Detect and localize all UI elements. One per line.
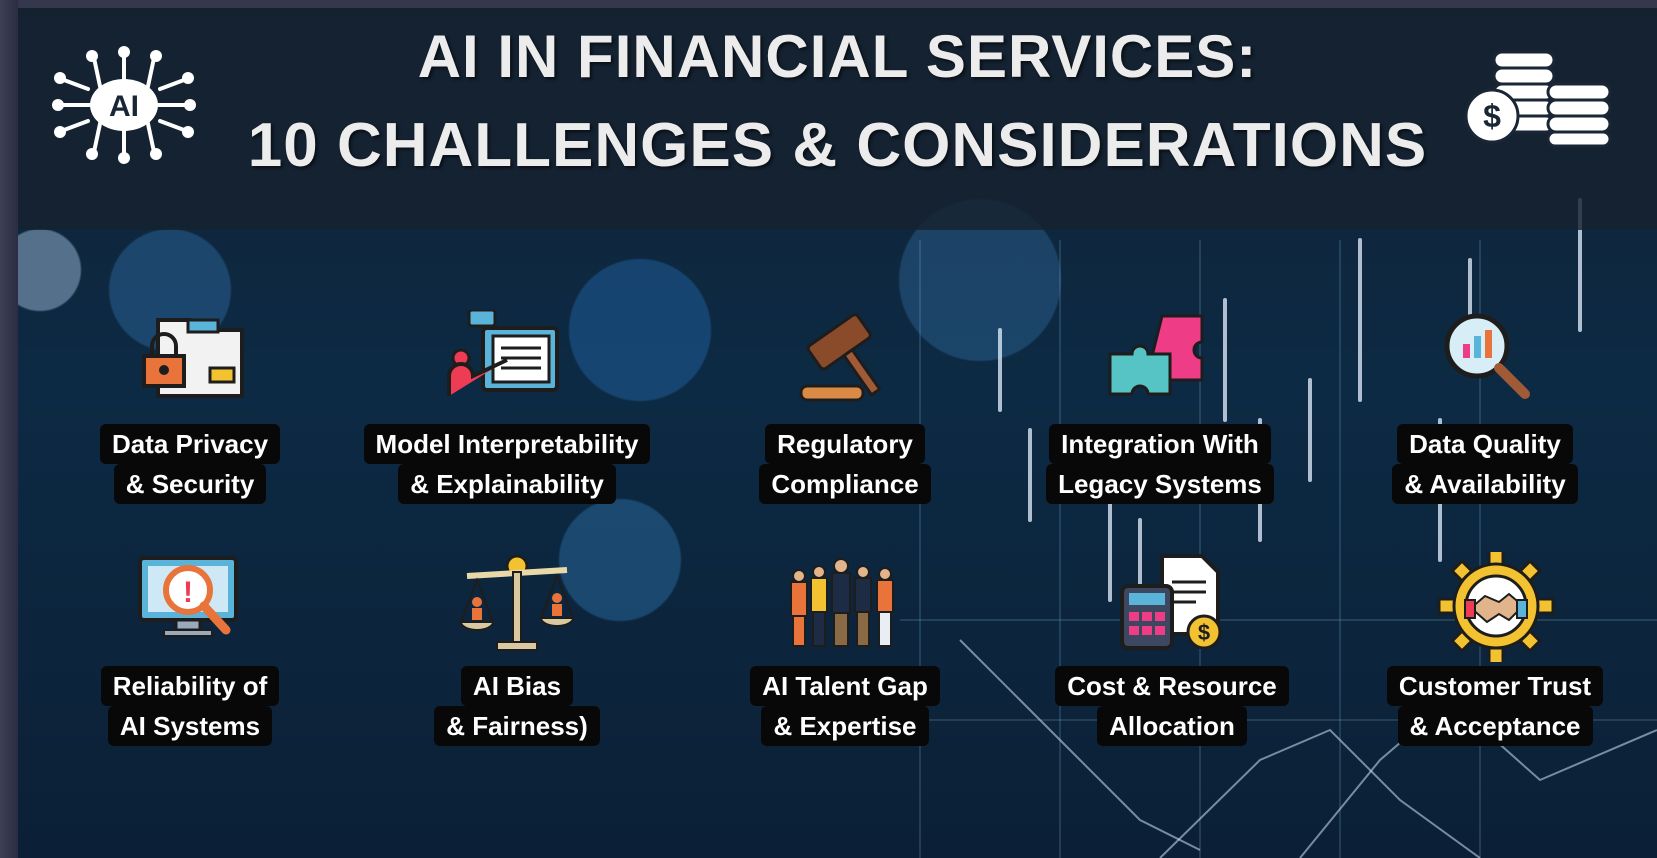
puzzle-icon [1108, 314, 1204, 396]
title-line-1: AI IN FINANCIAL SERVICES: [417, 23, 1258, 90]
handshake-gear-icon [1437, 552, 1555, 662]
challenge-label-line1: Model Interpretability [363, 424, 651, 464]
challenge-label-line1: Customer Trust [1386, 666, 1604, 706]
challenge-card-ai-bias: AI Bias& Fairness) [367, 552, 667, 746]
challenge-label-line1: AI Bias [460, 666, 574, 706]
challenge-card-data-privacy: Data Privacy& Security [40, 310, 340, 504]
balance-scale-icon [459, 554, 575, 651]
magnifier-chart-icon [1444, 313, 1530, 399]
svg-text:!: ! [183, 576, 193, 609]
challenge-label-line1: Reliability of [100, 666, 280, 706]
challenge-card-talent-gap: AI Talent Gap& Expertise [695, 552, 995, 746]
challenge-label-line2: AI Systems [107, 706, 273, 746]
challenge-label-line2: & Expertise [761, 706, 929, 746]
ai-logo-text: AI [109, 90, 139, 123]
challenge-label-line1: Cost & Resource [1055, 666, 1289, 706]
challenge-card-customer-trust: Customer Trust& Acceptance [1345, 552, 1645, 746]
presentation-icon [447, 310, 559, 396]
frame-left-edge [0, 0, 18, 858]
challenge-label-line1: Regulatory [765, 424, 925, 464]
title-line-2: 10 CHALLENGES & CONSIDERATIONS [247, 111, 1428, 180]
challenge-label-line1: Integration With [1049, 424, 1271, 464]
challenge-label-line2: & Acceptance [1397, 706, 1593, 746]
challenge-label-line2: & Security [113, 464, 267, 504]
coin-stack-icon: $ [1464, 50, 1612, 148]
frame-top-edge [0, 0, 1657, 8]
challenge-label-line2: & Fairness) [434, 706, 600, 746]
calculator-invoice-icon: $ [1120, 554, 1222, 650]
ai-circuit-logo-icon: AI [52, 46, 196, 164]
challenge-label-line2: Legacy Systems [1046, 464, 1274, 504]
svg-text:$: $ [1198, 620, 1210, 645]
locked-folder-icon [142, 318, 244, 398]
challenge-label-line1: AI Talent Gap [750, 666, 940, 706]
challenge-card-data-quality: Data Quality& Availability [1335, 310, 1635, 504]
challenge-label-line2: & Explainability [398, 464, 616, 504]
challenge-label-line2: & Availability [1392, 464, 1578, 504]
coin-symbol: $ [1483, 98, 1501, 134]
challenge-label-line1: Data Privacy [99, 424, 281, 464]
header-banner [18, 8, 1657, 230]
challenge-card-model-interpretability: Model Interpretability& Explainability [357, 310, 657, 504]
challenge-label-line2: Allocation [1097, 706, 1247, 746]
monitor-alert-icon: ! [138, 556, 238, 637]
challenge-label-line2: Compliance [759, 464, 931, 504]
challenge-label-line1: Data Quality [1397, 424, 1573, 464]
gavel-icon [799, 313, 882, 402]
team-icon [790, 558, 894, 647]
